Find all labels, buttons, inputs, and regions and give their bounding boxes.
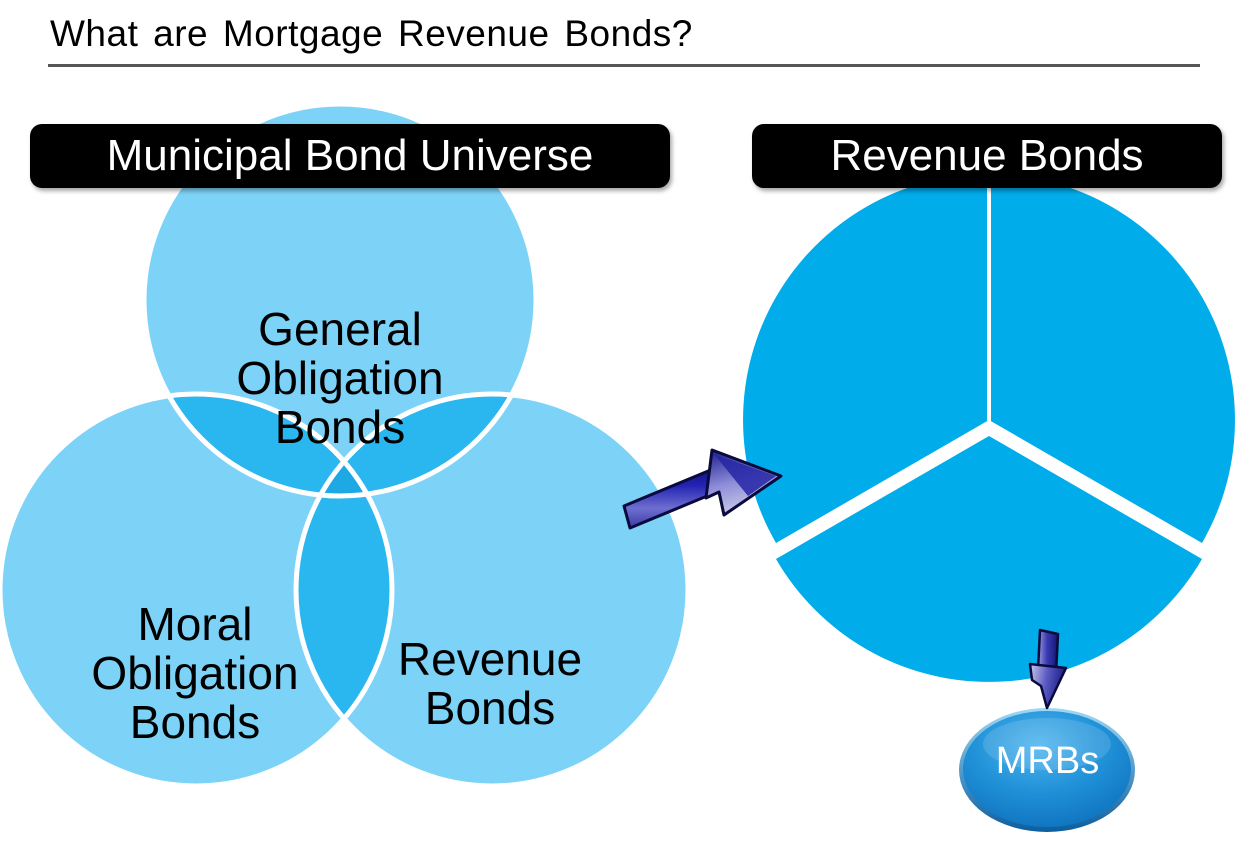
mrb-oval-highlight bbox=[983, 718, 1111, 770]
pie-chart-revenue-bond-types: Dedicated Tax Receipts Dedicated Fees/ R… bbox=[735, 160, 1242, 685]
badge-label: Municipal Bond Universe bbox=[106, 131, 594, 180]
venn-outline-revenue-bonds bbox=[293, 391, 691, 789]
section-badge-revenue-bonds: Revenue Bonds bbox=[752, 124, 1222, 188]
outcome-node-mrbs bbox=[955, 700, 1140, 835]
arrow-down-icon bbox=[1014, 628, 1084, 713]
mrb-oval-fill bbox=[963, 711, 1131, 827]
page-title: What are Mortgage Revenue Bonds? bbox=[50, 13, 693, 54]
arrow-down-head bbox=[1028, 662, 1068, 710]
pie-segment-dedicated-tax-receipts bbox=[743, 174, 989, 543]
venn-outline-moral-obligation bbox=[0, 391, 395, 789]
pie-segment-dedicated-fees-revenues bbox=[989, 174, 1235, 543]
section-badge-municipal-bond-universe: Municipal Bond Universe bbox=[30, 124, 670, 188]
arrow-right-icon bbox=[618, 440, 793, 545]
venn-diagram: General Obligation Bonds Moral Obligatio… bbox=[0, 100, 700, 844]
pie-segment-asset-backed-securities bbox=[776, 436, 1202, 682]
arrow-right-head-shade bbox=[714, 454, 776, 496]
venn-circle-revenue-bonds bbox=[296, 394, 688, 786]
badge-label: Revenue Bonds bbox=[830, 131, 1144, 180]
venn-outline-general-obligation bbox=[141, 101, 539, 499]
title-divider-rule bbox=[48, 64, 1200, 67]
pie-divider-vertical bbox=[987, 174, 991, 422]
